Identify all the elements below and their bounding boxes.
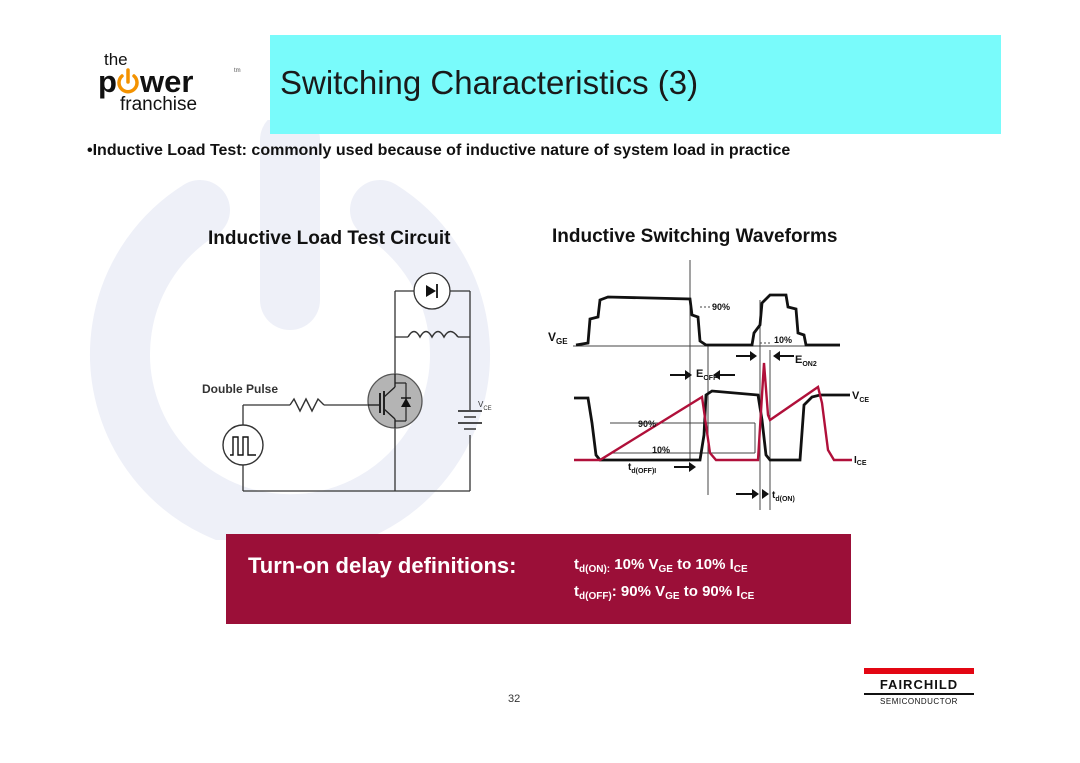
ice-10-label: 10% — [652, 445, 670, 455]
fairchild-divider — [864, 693, 974, 695]
tdon-label: td(ON) — [772, 490, 795, 503]
vge-10-label: 10% — [774, 335, 792, 345]
eoff-label: EOFF — [696, 368, 718, 382]
ice-trace — [574, 362, 852, 462]
power-franchise-logo: the p wer tm franchise — [98, 50, 241, 115]
circuit-vce-label: VCE — [478, 400, 492, 412]
title-bar — [270, 35, 1001, 134]
double-pulse-label: Double Pulse — [202, 382, 278, 396]
battery-icon — [458, 410, 482, 430]
logo-letters-wer: wer — [139, 64, 193, 99]
igbt-icon — [367, 373, 423, 429]
watermark-power-symbol — [90, 120, 490, 540]
inductive-switching-waveforms: 90% 10% VGE EOFF EON2 VCE 90% 10% ICE td… — [548, 260, 869, 510]
definitions-label: Turn-on delay definitions: — [248, 553, 517, 578]
timing-arrows — [670, 351, 794, 499]
vge-trace — [575, 293, 840, 347]
circuit-title: Inductive Load Test Circuit — [208, 228, 451, 249]
tdoff-definition: td(OFF): 90% VGE to 90% ICE — [574, 583, 755, 602]
tdoff-label: td(OFF)I — [628, 462, 656, 475]
inductive-load-test-circuit: VCE Double Pulse — [202, 272, 492, 492]
vge-label: VGE — [548, 330, 568, 346]
power-icon — [117, 68, 139, 94]
page-number: 32 — [508, 693, 521, 705]
tdon-definition: td(ON): 10% VGE to 10% ICE — [574, 556, 748, 575]
slide-title: Switching Characteristics (3) — [280, 64, 699, 101]
vce-label: VCE — [852, 390, 869, 404]
ice-label: ICE — [854, 455, 867, 467]
definitions-box: Turn-on delay definitions: td(ON): 10% V… — [226, 534, 851, 624]
eon2-label: EON2 — [795, 354, 817, 368]
vce-trace — [574, 389, 850, 462]
diode-icon — [413, 272, 451, 310]
fairchild-name: FAIRCHILD — [879, 677, 959, 692]
logo-word-the: the — [104, 50, 128, 69]
logo-letter-p: p — [98, 64, 117, 99]
logo-tm: tm — [234, 68, 241, 74]
ice-90-label: 90% — [638, 419, 656, 429]
waveforms-title: Inductive Switching Waveforms — [552, 226, 838, 247]
logo-word-franchise: franchise — [120, 94, 197, 115]
fairchild-logo: FAIRCHILD SEMICONDUCTOR — [864, 668, 974, 710]
bullet-text: •Inductive Load Test: commonly used beca… — [87, 142, 791, 159]
inductor-icon — [407, 330, 459, 339]
fairchild-subtitle: SEMICONDUCTOR — [880, 697, 958, 706]
vge-90-label: 90% — [712, 302, 730, 312]
resistor-icon — [289, 397, 325, 413]
pulse-generator-icon — [222, 424, 264, 466]
fairchild-top-stripe — [864, 668, 974, 674]
